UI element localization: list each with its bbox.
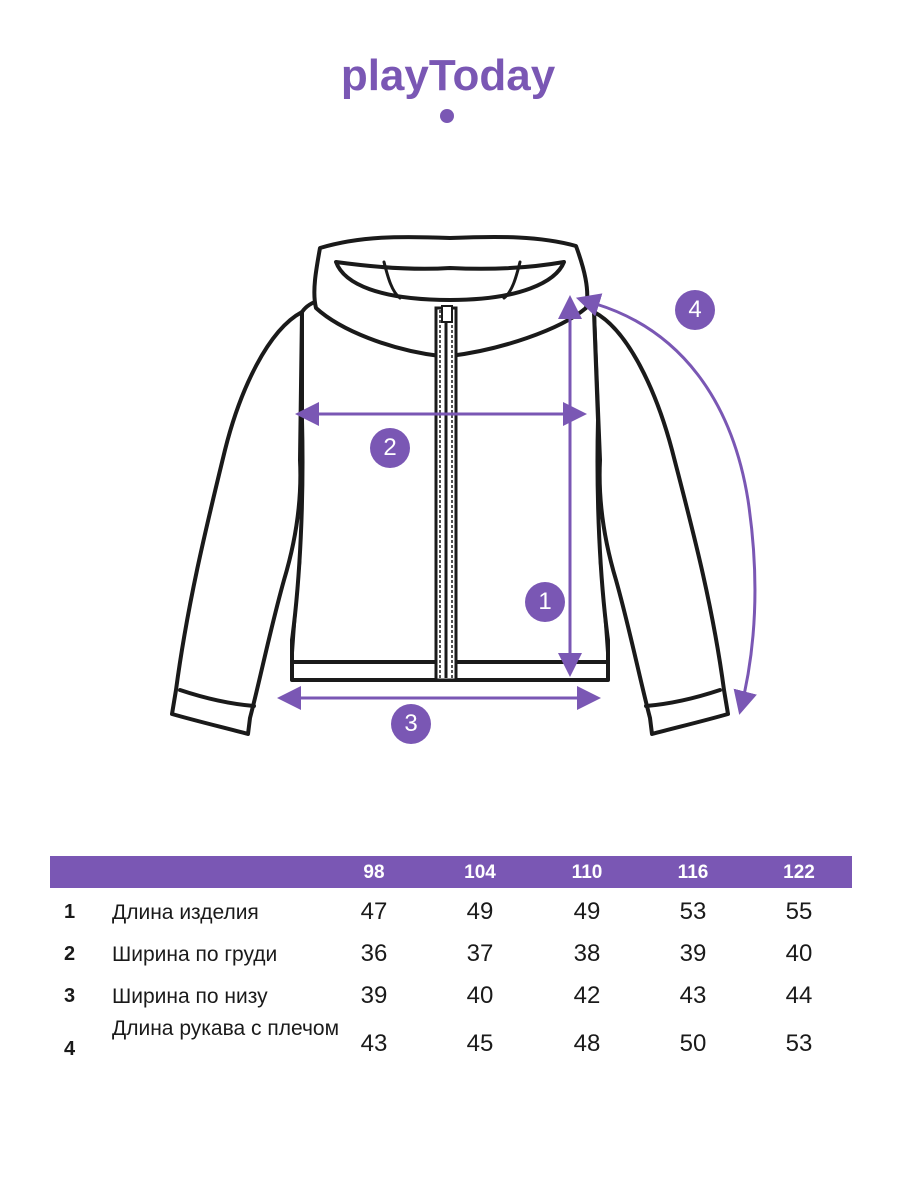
- brand-logo: playToday: [0, 48, 900, 128]
- row-value: 55: [785, 898, 813, 925]
- row-label: Длина рукава с плечом: [112, 1017, 340, 1040]
- row-label: Ширина по низу: [112, 985, 268, 1008]
- brand-logo-text: playToday: [341, 51, 556, 100]
- size-header-110: 110: [571, 862, 603, 883]
- size-header-122: 122: [783, 862, 815, 883]
- row-value: 43: [360, 1030, 388, 1057]
- row-value: 53: [785, 1030, 813, 1057]
- row-label: Длина изделия: [112, 901, 259, 924]
- row-value: 53: [679, 898, 707, 925]
- row-value: 39: [360, 982, 388, 1009]
- size-header-98: 98: [363, 862, 385, 883]
- row-value: 44: [785, 982, 813, 1009]
- left-sleeve: [170, 310, 304, 736]
- row-value: 47: [360, 898, 388, 925]
- jacket-sketch: 1 2 3 4: [170, 234, 757, 744]
- row-number: 2: [64, 943, 76, 965]
- row-value: 50: [679, 1030, 707, 1057]
- row-value: 40: [466, 982, 494, 1009]
- row-value: 37: [466, 940, 494, 967]
- row-value: 36: [360, 940, 388, 967]
- size-table-header: 98 104 110 116 122: [50, 856, 852, 888]
- row-value: 42: [573, 982, 601, 1009]
- size-header-104: 104: [464, 862, 496, 883]
- marker-4: 4: [675, 290, 715, 330]
- row-number: 1: [64, 901, 76, 923]
- row-number: 4: [64, 1038, 76, 1060]
- row-number: 3: [64, 985, 76, 1007]
- marker-2: 2: [370, 428, 410, 468]
- row-value: 38: [573, 940, 601, 967]
- row-value: 49: [573, 898, 601, 925]
- zipper: [434, 305, 458, 682]
- arrow-sleeve: [575, 293, 757, 715]
- row-value: 45: [466, 1030, 494, 1057]
- row-value: 39: [679, 940, 707, 967]
- row-value: 43: [679, 982, 707, 1009]
- size-table: 98 104 110 116 122 1 Длина изделия 47 49…: [50, 856, 852, 1060]
- size-header-116: 116: [677, 862, 709, 883]
- row-value: 48: [573, 1030, 601, 1057]
- row-value: 49: [466, 898, 494, 925]
- marker-1: 1: [525, 582, 565, 622]
- row-value: 40: [785, 940, 813, 967]
- row-label: Ширина по груди: [112, 943, 278, 966]
- marker-3: 3: [391, 704, 431, 744]
- right-sleeve: [592, 310, 730, 736]
